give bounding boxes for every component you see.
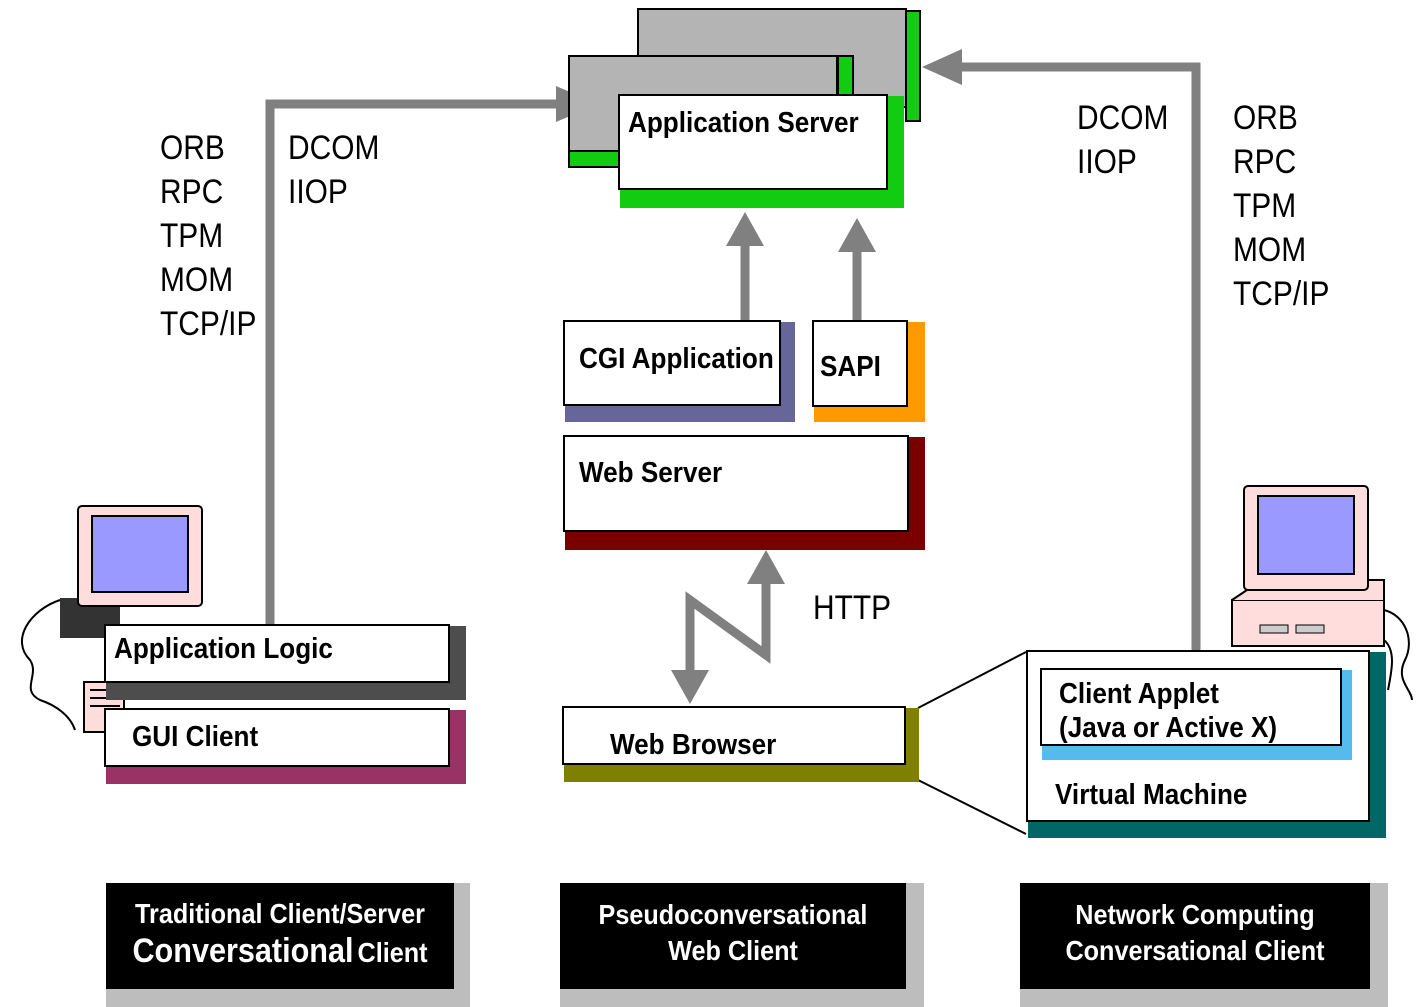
caption-traditional-line2b: Client: [357, 937, 428, 968]
client-applet-label-line2: (Java or Active X): [1059, 712, 1278, 744]
caption-pseudoconversational: Pseudoconversational Web Client: [560, 883, 906, 989]
web-server-label: Web Server: [579, 457, 723, 489]
zoom-lines: [917, 651, 1027, 835]
right-client-to-app-server-arrow: [922, 49, 1201, 650]
web-browser-label: Web Browser: [610, 729, 777, 761]
client-applet-box: Client Applet (Java or Active X): [1040, 668, 1342, 746]
gui-client-label: GUI Client: [132, 721, 259, 753]
caption-network-computing: Network Computing Conversational Client: [1020, 883, 1370, 989]
caption-network-line2: Conversational Client: [1065, 935, 1325, 966]
app-server-label: Application Server: [628, 107, 859, 139]
caption-traditional-line2a: Conversational: [132, 932, 354, 970]
protocol-tpm-right: TPM: [1233, 187, 1297, 225]
protocol-iiop: IIOP: [288, 173, 348, 211]
protocol-rpc-right: RPC: [1233, 143, 1297, 181]
sapi-label: SAPI: [820, 351, 881, 383]
protocol-dcom: DCOM: [288, 129, 380, 167]
desktop-computer-icon-right: [1231, 485, 1413, 701]
sapi-box: SAPI: [812, 320, 908, 407]
protocol-mom: MOM: [160, 261, 234, 299]
protocol-tcpip: TCP/IP: [160, 305, 257, 343]
protocol-iiop-right: IIOP: [1077, 143, 1137, 181]
protocol-dcom-right: DCOM: [1077, 99, 1169, 137]
cgi-application-label: CGI Application: [579, 343, 774, 375]
sapi-to-app-server-arrow: [838, 218, 876, 320]
web-server-box: Web Server: [563, 435, 909, 532]
left-object-protocol-list: DCOM IIOP: [288, 126, 392, 214]
cgi-to-app-server-arrow: [726, 212, 764, 320]
application-logic-box: Application Logic: [104, 624, 450, 683]
right-object-protocol-list: DCOM IIOP: [1077, 96, 1181, 184]
app-server-box: Application Server: [618, 94, 888, 190]
application-logic-label: Application Logic: [114, 633, 333, 665]
cgi-application-box: CGI Application: [563, 320, 781, 406]
protocol-mom-right: MOM: [1233, 231, 1307, 269]
protocol-tpm: TPM: [160, 217, 224, 255]
protocol-orb-right: ORB: [1233, 99, 1298, 137]
protocol-orb: ORB: [160, 129, 225, 167]
caption-traditional-line2: Conversational Client: [123, 931, 436, 978]
right-protocol-list: ORB RPC TPM MOM TCP/IP: [1233, 96, 1343, 316]
desktop-computer-icon: [20, 505, 203, 733]
gui-client-box: GUI Client: [104, 708, 450, 767]
http-label: HTTP: [813, 589, 892, 627]
web-browser-box: Web Browser: [562, 706, 906, 765]
caption-pseudo-line2: Web Client: [668, 935, 798, 966]
client-applet-label-line1: Client Applet: [1059, 678, 1219, 710]
left-protocol-list: ORB RPC TPM MOM TCP/IP: [160, 126, 270, 346]
http-zigzag-arrow: [671, 550, 785, 704]
protocol-tcpip-right: TCP/IP: [1233, 275, 1330, 313]
caption-pseudo-line1: Pseudoconversational: [598, 899, 868, 930]
caption-traditional: Traditional Client/Server Conversational…: [106, 883, 454, 989]
protocol-rpc: RPC: [160, 173, 224, 211]
app-server-back-accent: [905, 10, 921, 122]
virtual-machine-label: Virtual Machine: [1055, 779, 1248, 811]
caption-traditional-line1: Traditional Client/Server: [135, 898, 425, 929]
caption-network-line1: Network Computing: [1075, 899, 1315, 930]
